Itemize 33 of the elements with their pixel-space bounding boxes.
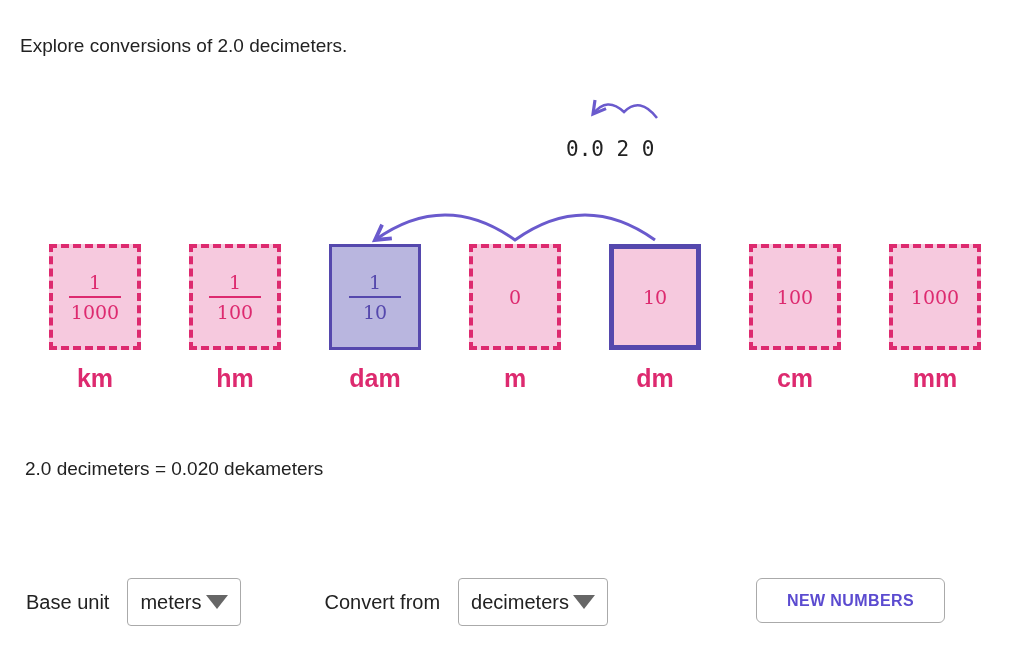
new-numbers-button: NEW NUMBERS [756, 578, 945, 623]
unit-box [329, 244, 421, 350]
unit-label: cm [775, 363, 815, 394]
denominator: 1000 [70, 299, 120, 324]
numerator: 1 [368, 270, 382, 295]
prompt-text: Explore conversions of 2.0 decimeters. [20, 34, 348, 58]
unit-value: 100 [776, 284, 814, 310]
unit-label: dm [635, 363, 675, 394]
denominator: 10 [362, 299, 388, 324]
numerator: 1 [88, 270, 102, 295]
field-label: Convert from [324, 590, 441, 615]
unit-value: 0 [508, 284, 522, 310]
unit-box [189, 244, 281, 350]
unit-box [749, 244, 841, 350]
unit-label: mm [911, 363, 959, 394]
conversion-equation: 2.0 decimeters = 0.020 dekameters [25, 457, 324, 481]
unit-label: hm [215, 363, 255, 394]
unit-label: m [502, 363, 528, 394]
numerator: 1 [228, 270, 242, 295]
unit-dropdown: decimeters [458, 578, 608, 626]
unit-box [609, 244, 701, 350]
unit-label: dam [348, 363, 402, 394]
unit-value: 10 [642, 284, 668, 310]
unit-box [49, 244, 141, 350]
unit-label: km [75, 363, 115, 394]
field-label: Base unit [26, 590, 110, 615]
unit-dropdown: meters [127, 578, 241, 626]
denominator: 100 [216, 299, 254, 324]
unit-box [889, 244, 981, 350]
unit-box [469, 244, 561, 350]
decimal-number: 0.0 2 0 [566, 136, 655, 163]
unit-value: 1000 [910, 284, 960, 310]
jump-arrow [373, 213, 656, 242]
